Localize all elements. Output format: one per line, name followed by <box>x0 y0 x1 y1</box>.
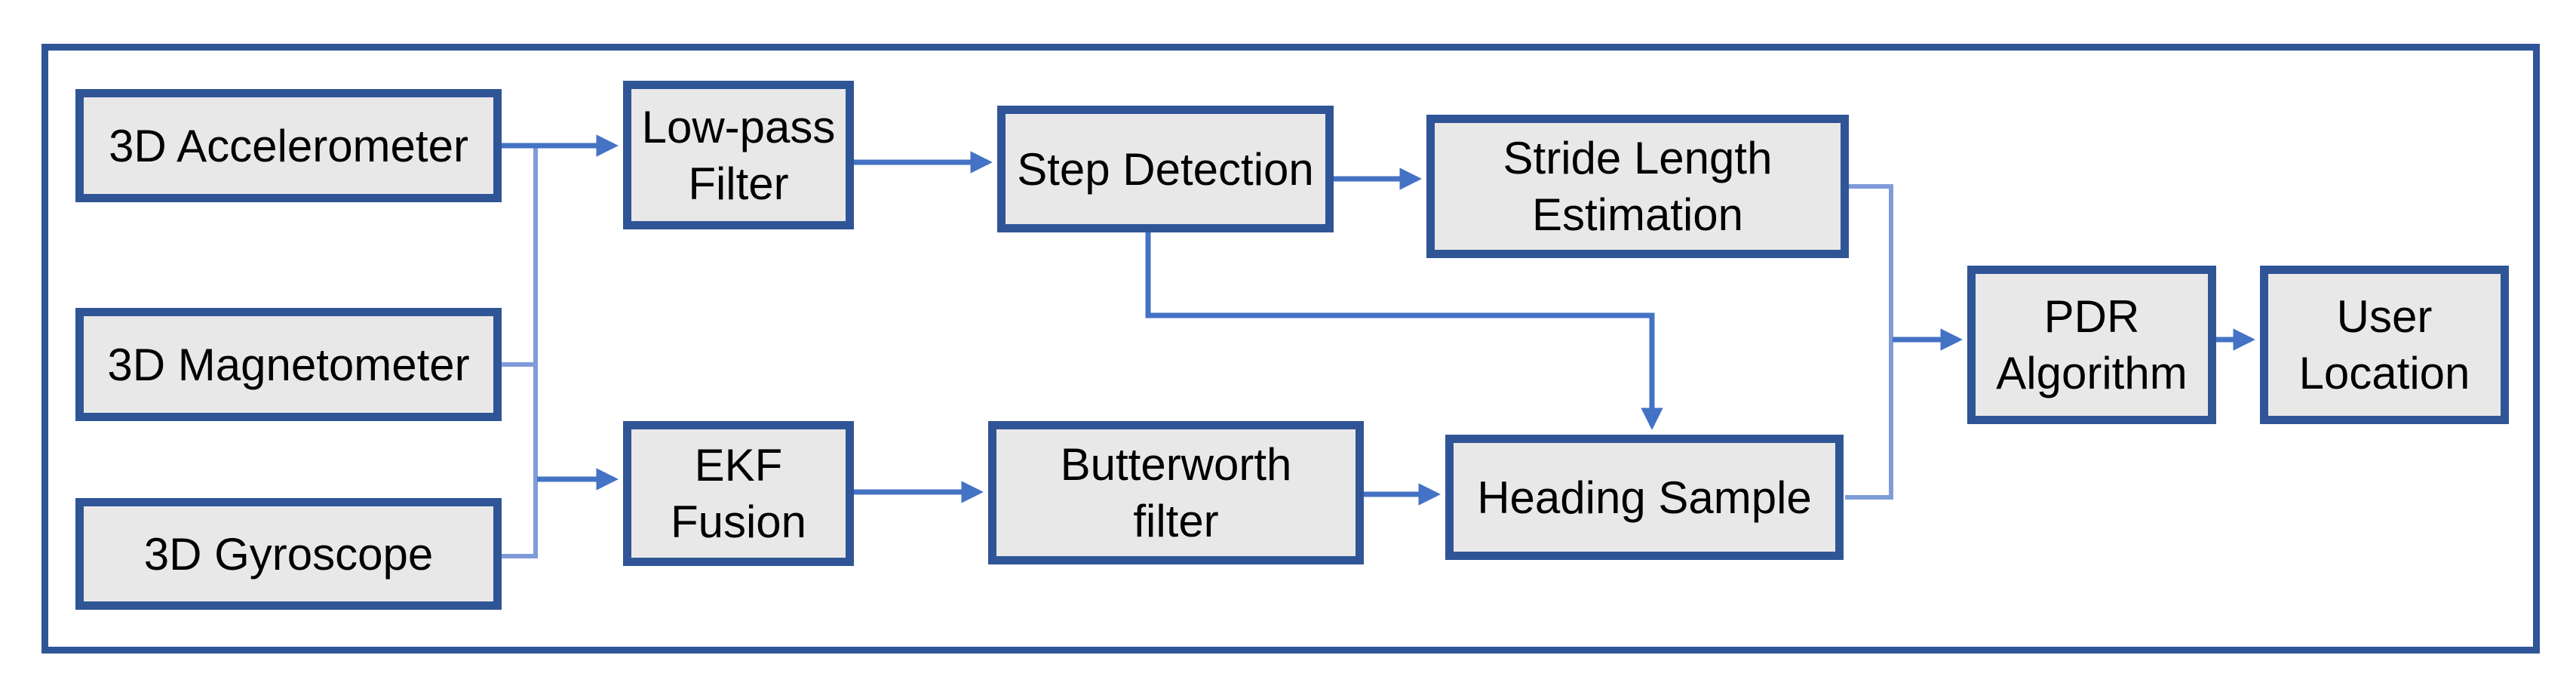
node-3d-gyroscope: 3D Gyroscope <box>75 498 502 610</box>
node-3d-accelerometer-label: 3D Accelerometer <box>109 120 468 171</box>
node-step-detection: Step Detection <box>997 106 1334 232</box>
node-butterworth-filter-label: Butterworth filter <box>1060 439 1292 546</box>
node-ekf-fusion: EKF Fusion <box>623 421 854 566</box>
node-3d-magnetometer: 3D Magnetometer <box>75 308 502 421</box>
node-step-detection-label: Step Detection <box>1017 143 1314 195</box>
node-3d-gyroscope-label: 3D Gyroscope <box>143 528 434 580</box>
node-3d-magnetometer-label: 3D Magnetometer <box>107 339 470 390</box>
node-lowpass-filter: Low-pass Filter <box>623 81 854 229</box>
node-pdr-algorithm-label: PDR Algorithm <box>1996 291 2188 398</box>
node-heading-sample: Heading Sample <box>1445 435 1844 560</box>
node-stride-length-estimation: Stride Length Estimation <box>1426 115 1849 258</box>
node-lowpass-filter-label: Low-pass Filter <box>641 101 836 209</box>
node-stride-length-estimation-label: Stride Length Estimation <box>1503 133 1773 240</box>
node-user-location-label: User Location <box>2298 291 2470 398</box>
node-3d-accelerometer: 3D Accelerometer <box>75 89 502 202</box>
node-pdr-algorithm: PDR Algorithm <box>1967 266 2216 424</box>
node-heading-sample-label: Heading Sample <box>1477 472 1812 523</box>
node-butterworth-filter: Butterworth filter <box>988 421 1364 564</box>
diagram-frame <box>41 44 2540 654</box>
node-user-location: User Location <box>2260 266 2509 424</box>
node-ekf-fusion-label: EKF Fusion <box>670 440 807 547</box>
